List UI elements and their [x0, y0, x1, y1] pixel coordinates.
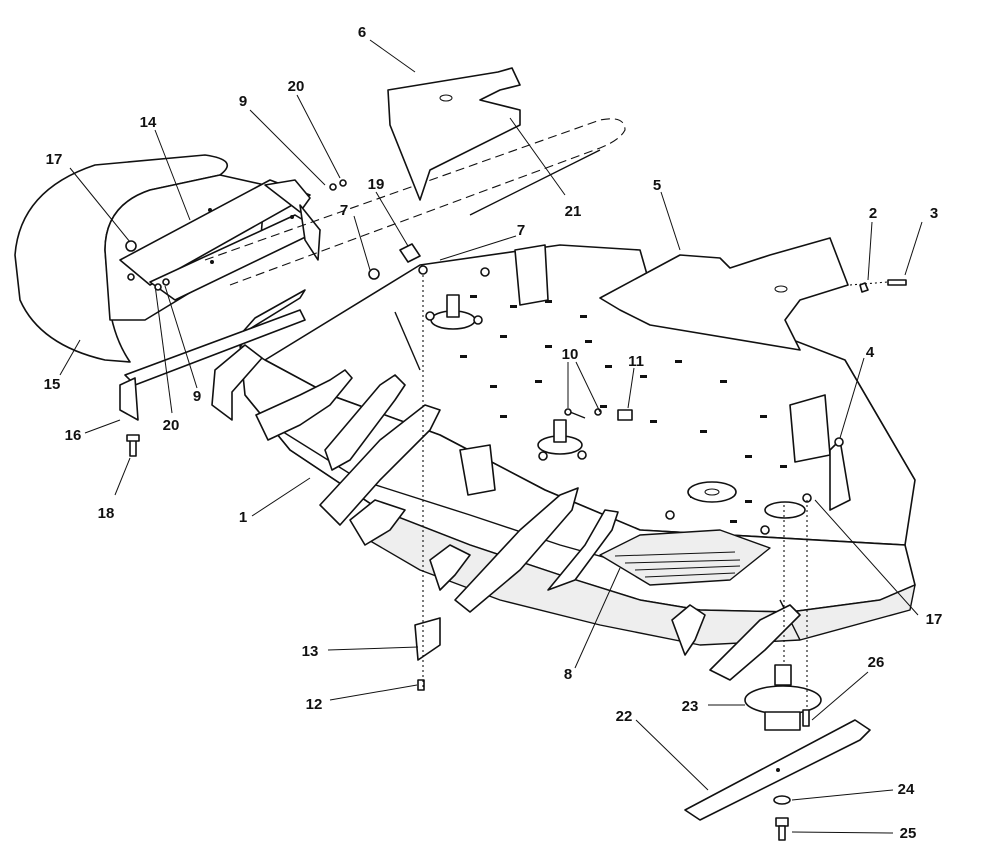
spindle-assembly [744, 664, 822, 731]
callout-label: 8 [564, 666, 572, 683]
callout-label: 24 [898, 781, 915, 798]
belt-cover-left [387, 67, 521, 201]
callout-label: 19 [368, 176, 385, 193]
callout-label: 13 [302, 643, 319, 660]
callout-label: 3 [930, 205, 938, 222]
callout-label: 17 [926, 611, 943, 628]
callout-label: 14 [140, 114, 157, 131]
assembly-lines [422, 275, 889, 710]
callout-label: 18 [98, 505, 115, 522]
callout-label: 2 [869, 205, 877, 222]
callout-label: 7 [517, 222, 525, 239]
callout-label: 11 [628, 353, 644, 370]
belt-cover-right [599, 237, 849, 351]
callout-label: 12 [306, 696, 323, 713]
bracket-13 [414, 617, 441, 691]
blade-hardware [773, 795, 791, 841]
callout-label: 20 [163, 417, 180, 434]
callout-label: 21 [565, 203, 582, 220]
callout-label: 4 [866, 344, 875, 361]
callout-label: 6 [358, 24, 366, 41]
belt-rod [204, 118, 626, 286]
leader-lines [59, 39, 923, 834]
callout-labels: 6 20 9 14 17 19 7 21 7 5 2 3 15 10 11 4 … [44, 24, 943, 842]
callout-label: 10 [562, 346, 579, 363]
callout-label: 7 [340, 202, 348, 219]
callout-label: 9 [239, 93, 247, 110]
discharge-chute [14, 154, 321, 457]
callout-label: 1 [239, 509, 247, 526]
mower-blade [684, 719, 871, 821]
callout-label: 23 [682, 698, 699, 715]
callout-label: 5 [653, 177, 661, 194]
callout-label: 17 [46, 151, 63, 168]
callout-label: 15 [44, 376, 61, 393]
deck-housing [211, 244, 916, 681]
callout-label: 25 [900, 825, 917, 842]
callout-label: 20 [288, 78, 305, 95]
callout-label: 26 [868, 654, 885, 671]
callout-label: 16 [65, 427, 82, 444]
callout-label: 9 [193, 388, 201, 405]
callout-label: 22 [616, 708, 633, 725]
